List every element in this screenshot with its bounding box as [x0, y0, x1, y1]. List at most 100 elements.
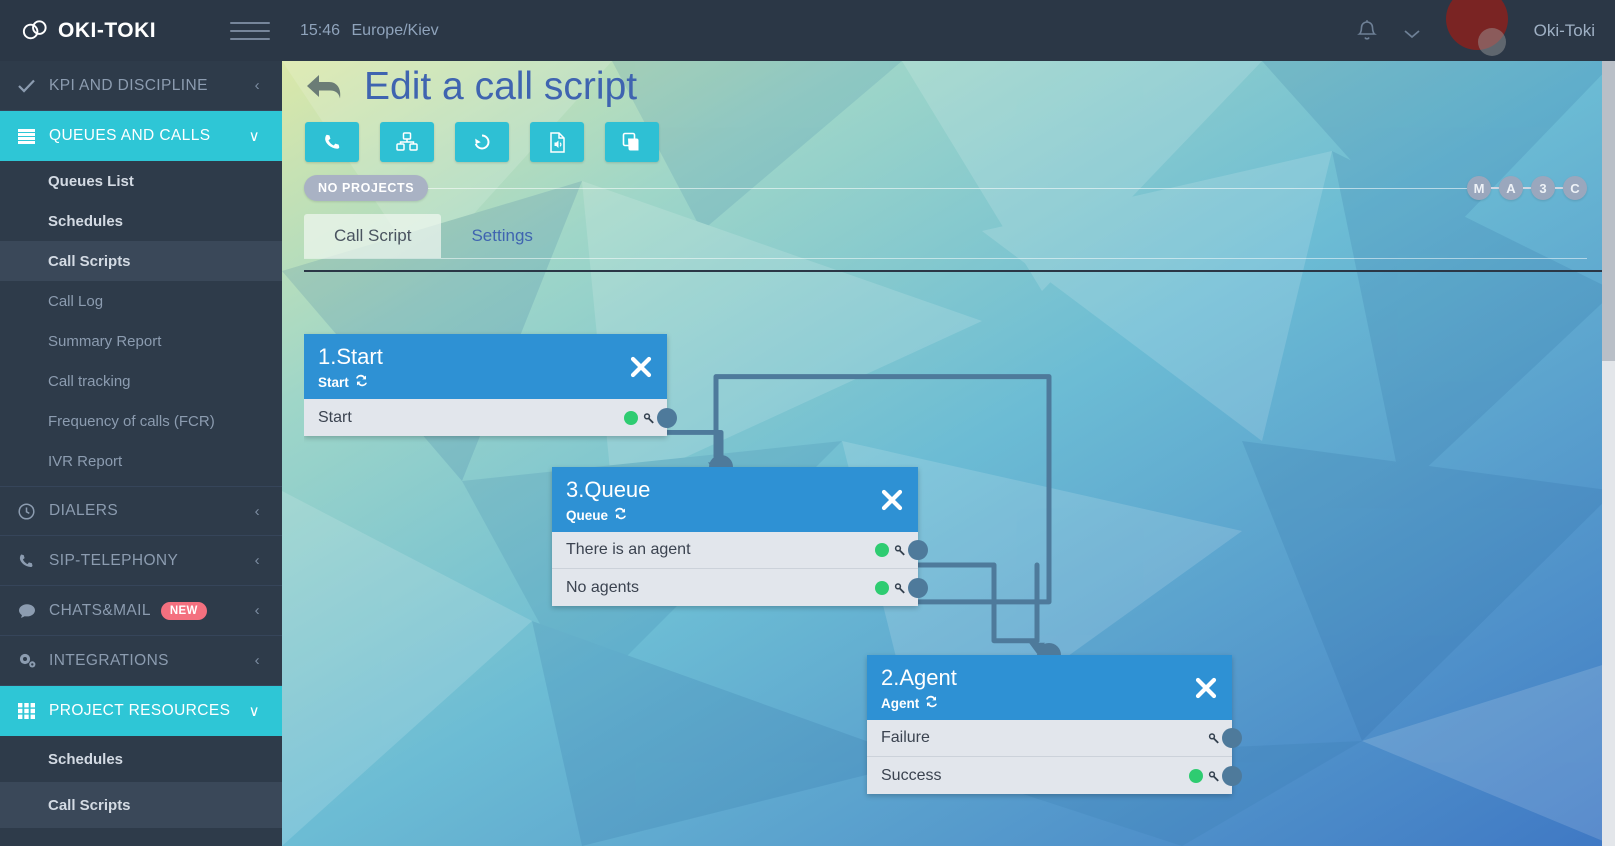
- sidebar-item-dialers[interactable]: DIALERS ‹: [0, 486, 282, 536]
- chevron-left-icon: ‹: [254, 77, 260, 94]
- status-dot: [875, 580, 889, 595]
- logo[interactable]: OKI-TOKI: [20, 16, 210, 45]
- anchor-icon[interactable]: [643, 412, 655, 424]
- bell-icon[interactable]: [1356, 19, 1378, 43]
- chevron-down-icon[interactable]: [1404, 26, 1420, 38]
- sidebar-item-resources-schedules[interactable]: Schedules: [0, 736, 282, 782]
- tab-settings[interactable]: Settings: [471, 226, 533, 245]
- script-canvas[interactable]: 1.Start Start Start: [304, 270, 1615, 846]
- sidebar-item-label: QUEUES AND CALLS: [49, 127, 211, 144]
- node-row-ports: [624, 407, 677, 428]
- sidebar-item-label: SIP-TELEPHONY: [49, 551, 179, 569]
- scrollbar-thumb[interactable]: [1602, 61, 1615, 361]
- output-port[interactable]: [657, 407, 677, 428]
- chevron-left-icon: ‹: [254, 502, 260, 520]
- status-badge[interactable]: C: [1563, 176, 1587, 200]
- sidebar-item-label: KPI AND DISCIPLINE: [49, 76, 208, 94]
- status-badge[interactable]: M: [1467, 176, 1491, 200]
- blocks-button[interactable]: [380, 122, 434, 162]
- close-icon[interactable]: [880, 488, 904, 512]
- avatar[interactable]: [1445, 0, 1508, 62]
- grid-icon: [18, 703, 44, 719]
- node-agent[interactable]: 2.Agent Agent Failure: [867, 643, 1242, 795]
- history-button[interactable]: [455, 122, 509, 162]
- sidebar-item-call-tracking[interactable]: Call tracking: [0, 361, 282, 401]
- username-label: Oki-Toki: [1533, 20, 1595, 40]
- audio-file-button[interactable]: [530, 122, 584, 162]
- back-arrow-icon[interactable]: [304, 68, 348, 106]
- anchor-icon[interactable]: [894, 582, 906, 594]
- node-queue[interactable]: 3.Queue Queue There is an agent: [552, 455, 928, 607]
- node-row[interactable]: Success: [867, 757, 1242, 795]
- anchor-icon[interactable]: [1208, 732, 1220, 744]
- list-icon: [18, 128, 44, 144]
- node-row-label: Start: [318, 408, 352, 426]
- sidebar-item-ivr-report[interactable]: IVR Report: [0, 441, 282, 481]
- sidebar-item-queues-list[interactable]: Queues List: [0, 161, 282, 201]
- hamburger-icon[interactable]: [230, 16, 270, 46]
- page-scrollbar[interactable]: [1602, 61, 1615, 846]
- sidebar-item-call-log[interactable]: Call Log: [0, 281, 282, 321]
- sidebar-item-label: Queues List: [48, 172, 134, 190]
- sidebar-item-resources-call-scripts[interactable]: Call Scripts: [0, 782, 282, 828]
- sidebar-item-integrations[interactable]: INTEGRATIONS ‹: [0, 636, 282, 686]
- sidebar-item-summary-report[interactable]: Summary Report: [0, 321, 282, 361]
- divider-line: [428, 187, 1467, 189]
- status-dot: [875, 543, 889, 558]
- clock-icon: [18, 502, 44, 520]
- tab-bar: Call Script Settings: [304, 214, 1587, 259]
- phone-button[interactable]: [305, 122, 359, 162]
- node-header[interactable]: 1.Start Start: [304, 334, 667, 400]
- node-start[interactable]: 1.Start Start Start: [304, 334, 677, 437]
- sidebar-item-sip-telephony[interactable]: SIP-TELEPHONY ‹: [0, 536, 282, 586]
- status-badges: M A 3 C: [1467, 176, 1587, 200]
- node-row-ports: [1208, 728, 1242, 749]
- sidebar-item-schedules[interactable]: Schedules: [0, 201, 282, 241]
- tab-call-script[interactable]: Call Script: [304, 214, 442, 258]
- sidebar-item-chats-and-mail[interactable]: CHATS&MAIL NEW ‹: [0, 586, 282, 636]
- status-dot: [624, 410, 638, 425]
- node-row-ports: [875, 540, 928, 561]
- current-time: 15:46: [300, 21, 341, 39]
- sidebar-item-frequency-of-calls[interactable]: Frequency of calls (FCR): [0, 401, 282, 441]
- copy-button[interactable]: [605, 122, 659, 162]
- status-badge[interactable]: A: [1499, 176, 1523, 200]
- refresh-icon[interactable]: [925, 695, 938, 711]
- output-port[interactable]: [908, 577, 928, 598]
- output-port[interactable]: [1222, 728, 1242, 749]
- output-port[interactable]: [908, 540, 928, 561]
- sidebar-item-label: Call Scripts: [48, 796, 131, 814]
- badge-link: [1555, 187, 1563, 189]
- sidebar-item-label: Schedules: [48, 750, 124, 768]
- anchor-icon[interactable]: [1208, 770, 1220, 782]
- sidebar-item-queues-and-calls[interactable]: QUEUES AND CALLS ∨: [0, 111, 282, 161]
- refresh-icon[interactable]: [614, 507, 627, 523]
- chevron-left-icon: ‹: [254, 552, 260, 569]
- sidebar-item-project-resources[interactable]: PROJECT RESOURCES ∨: [0, 686, 282, 736]
- node-row-ports: [875, 577, 928, 598]
- script-toolbar: [305, 122, 659, 162]
- sidebar-item-call-scripts[interactable]: Call Scripts: [0, 241, 282, 281]
- node-title: 3.Queue: [566, 477, 651, 502]
- node-row[interactable]: There is an agent: [552, 532, 928, 570]
- node-row[interactable]: Failure: [867, 720, 1242, 758]
- node-header[interactable]: 3.Queue Queue: [552, 467, 918, 533]
- close-icon[interactable]: [1194, 676, 1218, 700]
- anchor-icon[interactable]: [894, 544, 906, 556]
- close-icon[interactable]: [629, 355, 653, 379]
- page-header: Edit a call script: [304, 65, 637, 109]
- project-pill[interactable]: NO PROJECTS: [304, 175, 429, 201]
- output-port[interactable]: [1222, 765, 1242, 786]
- node-row-label: No agents: [566, 578, 639, 596]
- node-row[interactable]: Start: [304, 399, 677, 437]
- node-header[interactable]: 2.Agent Agent: [867, 655, 1232, 721]
- page-title: Edit a call script: [364, 65, 638, 108]
- node-row-label: There is an agent: [566, 541, 691, 559]
- sidebar-item-kpi-and-discipline[interactable]: KPI AND DISCIPLINE ‹: [0, 61, 282, 111]
- chevron-down-icon: ∨: [248, 128, 260, 145]
- status-badge[interactable]: 3: [1531, 176, 1555, 200]
- project-status-row: NO PROJECTS M A 3 C: [304, 175, 1587, 201]
- refresh-icon[interactable]: [355, 374, 368, 390]
- timezone-label: Europe/Kiev: [351, 21, 439, 39]
- node-row[interactable]: No agents: [552, 569, 928, 607]
